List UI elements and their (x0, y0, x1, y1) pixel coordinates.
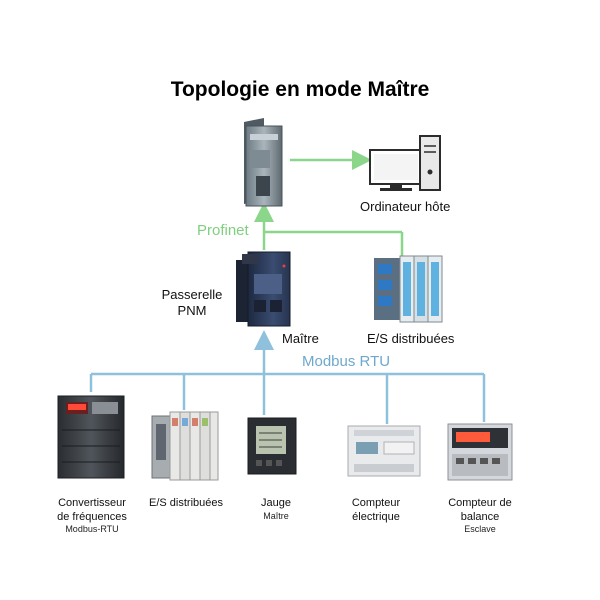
gateway-icon (236, 251, 291, 327)
plc-icon (244, 118, 283, 207)
desktop-computer-icon (369, 135, 441, 191)
modbus-label: Modbus RTU (302, 353, 391, 370)
gateway-label-line1: Passerelle (161, 287, 223, 302)
slave-label-line1: Convertisseur (58, 497, 126, 509)
gateway-label: Passerelle PNM (156, 287, 228, 319)
profinet-label: Profinet (197, 222, 249, 239)
electric-meter-icon (347, 425, 421, 477)
io-terminal-icon (151, 411, 219, 481)
slave-note: Modbus-RTU (65, 524, 119, 534)
scale-meter-icon (447, 423, 513, 481)
slave-label: Compteur électrique (336, 496, 416, 524)
slave-label-line1: Compteur (351, 497, 401, 509)
gateway-role-label: Maître (282, 331, 319, 346)
modbus-links (89, 330, 486, 424)
profinet-links (254, 150, 404, 256)
gauge-meter-icon (247, 417, 297, 475)
gateway-label-line2: PNM (177, 303, 207, 318)
host-label: Ordinateur hôte (360, 199, 451, 214)
io-module-icon (374, 255, 443, 323)
slave-note: Maître (263, 511, 289, 521)
slave-label-line1: Jauge (261, 497, 291, 509)
slave-label: Compteur de balance Esclave (438, 496, 522, 535)
diagram-title: Topologie en mode Maître (170, 78, 430, 101)
slave-label-line1: Compteur de (448, 497, 512, 509)
slave-label-line2: électrique (352, 511, 400, 523)
slave-label: Jauge Maître (236, 496, 316, 523)
slave-label-line2: balance (460, 511, 500, 523)
slave-label-line1: E/S distribuées (149, 497, 223, 509)
io-top-label: E/S distribuées (367, 331, 455, 346)
frequency-converter-icon (57, 395, 125, 479)
slave-note: Esclave (464, 524, 496, 534)
slave-label-line2: de fréquences (57, 511, 127, 523)
slave-label: Convertisseur de fréquences Modbus-RTU (46, 496, 138, 535)
slave-label: E/S distribuées (140, 496, 232, 510)
